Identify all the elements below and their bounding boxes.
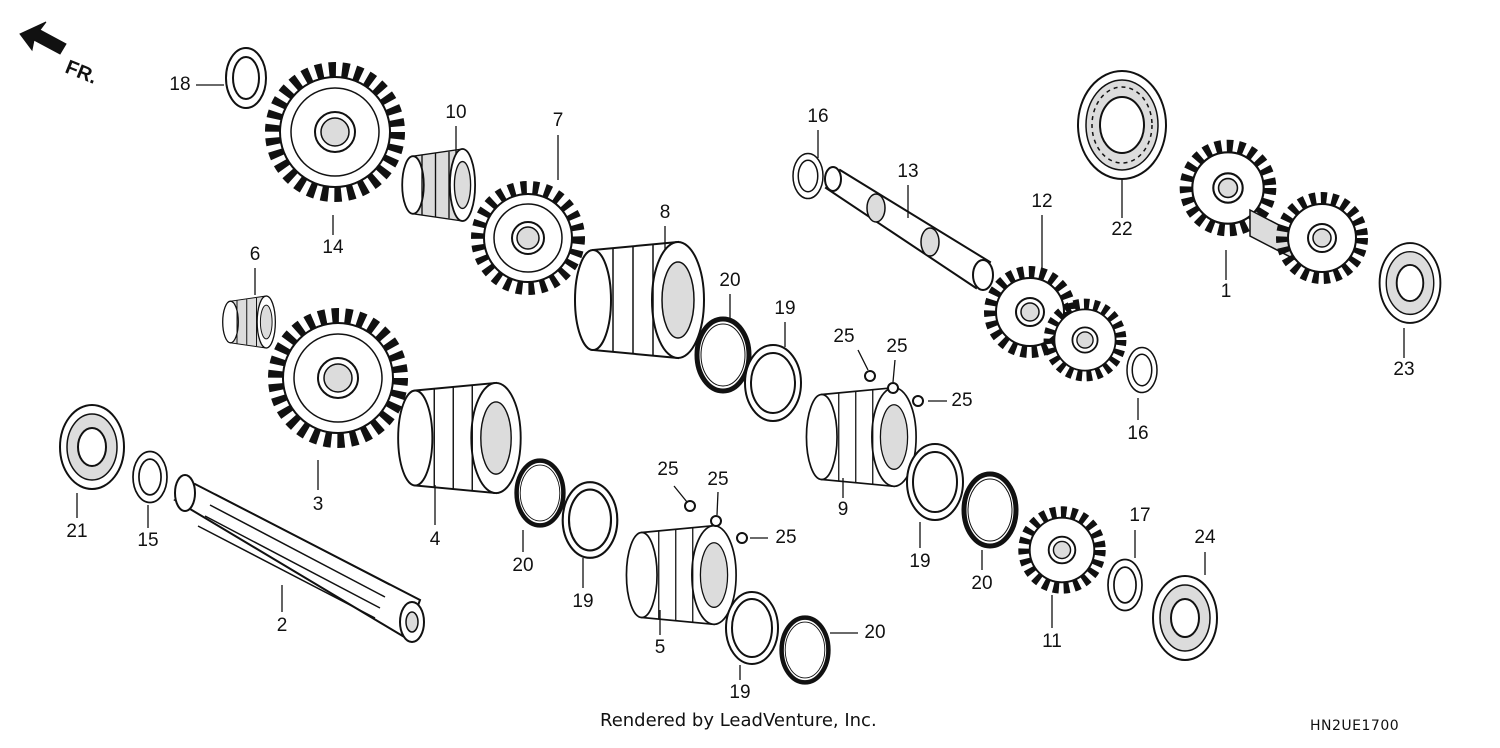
callout-part-19-right: 19 [909, 551, 930, 572]
part-11-gear [1024, 512, 1100, 588]
callout-part-14: 14 [322, 237, 344, 258]
callout-part-15: 15 [137, 530, 158, 551]
leader-lines [76, 84, 1405, 680]
callout-part-16-upper: 16 [807, 106, 828, 127]
part-20-snap-ring [517, 461, 564, 526]
part-17-washer [1107, 558, 1143, 612]
callout-labels: 1 2 3 4 5 6 7 8 9 10 11 12 13 14 15 16 1… [66, 74, 1414, 703]
part-19-bushing-ring [744, 344, 802, 422]
part-25-ball [864, 370, 876, 382]
callout-part-5: 5 [655, 637, 666, 658]
part-4-gear-hub [397, 381, 522, 495]
part-13-countershaft [824, 166, 994, 291]
part-18-washer [225, 47, 267, 109]
callout-part-24: 24 [1194, 527, 1216, 548]
part-20-snap-ring [964, 474, 1016, 546]
part-23-bearing [1378, 242, 1442, 324]
callout-part-17: 17 [1129, 505, 1150, 526]
part-3-gear [276, 316, 400, 440]
callout-part-4: 4 [430, 529, 441, 550]
part-25-ball [736, 532, 748, 544]
part-7-gear [478, 188, 578, 288]
callout-part-9: 9 [838, 499, 849, 520]
callout-part-19-lower-left: 19 [572, 591, 593, 612]
callout-part-20-left: 20 [512, 555, 533, 576]
part-25-ball [887, 382, 899, 394]
callout-part-18: 18 [169, 74, 190, 95]
callout-part-19-bottom: 19 [729, 682, 750, 703]
diagram-code: HN2UE1700 [1310, 718, 1400, 734]
callout-part-3: 3 [313, 494, 324, 515]
part-10-collar [401, 148, 477, 222]
front-direction-label: FR. [62, 56, 100, 88]
callout-part-23: 23 [1393, 359, 1414, 380]
part-12-gear-secondary [1049, 304, 1121, 376]
part-16-washer [792, 152, 824, 200]
callout-part-25-d: 25 [657, 459, 678, 480]
callout-part-25-a: 25 [833, 326, 854, 347]
callout-part-11: 11 [1042, 631, 1062, 652]
part-24-bearing [1152, 575, 1218, 661]
callout-part-1: 1 [1221, 281, 1232, 302]
part-16-washer [1126, 346, 1158, 394]
part-19-bushing-ring [561, 481, 619, 559]
part-19-bushing-ring [725, 591, 779, 665]
part-20-snap-ring [697, 319, 749, 391]
part-15-washer [132, 450, 168, 504]
part-9-spline-bushing [805, 386, 917, 488]
callout-part-25-c: 25 [951, 390, 972, 411]
callout-part-20-bottom: 20 [864, 622, 885, 643]
part-25-ball [912, 395, 924, 407]
callout-part-2: 2 [277, 615, 288, 636]
callout-part-8: 8 [660, 202, 671, 223]
part-2-mainshaft [173, 474, 425, 643]
part-8-gear-hub [574, 241, 705, 359]
part-5-spline-bushing [625, 524, 737, 626]
callout-part-20-upper: 20 [719, 270, 740, 291]
callout-part-25-e: 25 [707, 469, 728, 490]
callout-part-22: 22 [1111, 219, 1132, 240]
callout-part-20-right: 20 [971, 573, 992, 594]
callout-part-12: 12 [1031, 191, 1052, 212]
part-25-ball [710, 515, 722, 527]
part-20-snap-ring [782, 618, 829, 683]
callout-part-21: 21 [66, 521, 87, 542]
part-6-bushing [222, 295, 277, 349]
part-19-bushing-ring [906, 443, 964, 521]
part-25-ball [684, 500, 696, 512]
render-credit: Rendered by LeadVenture, Inc. [600, 710, 877, 731]
callout-part-6: 6 [250, 244, 261, 265]
part-21-bearing [59, 404, 125, 490]
callout-part-16-lower: 16 [1127, 423, 1148, 444]
callout-part-25-b: 25 [886, 336, 907, 357]
callout-part-10: 10 [445, 102, 466, 123]
part-14-gear [273, 70, 397, 194]
callout-part-13: 13 [897, 161, 918, 182]
front-direction-arrow-icon [19, 21, 67, 55]
part-1-gear-shaft [1186, 146, 1362, 278]
callout-part-25-f: 25 [775, 527, 796, 548]
callout-part-7: 7 [553, 110, 564, 131]
part-22-bearing [1077, 70, 1167, 180]
callout-part-19-upper: 19 [774, 298, 795, 319]
